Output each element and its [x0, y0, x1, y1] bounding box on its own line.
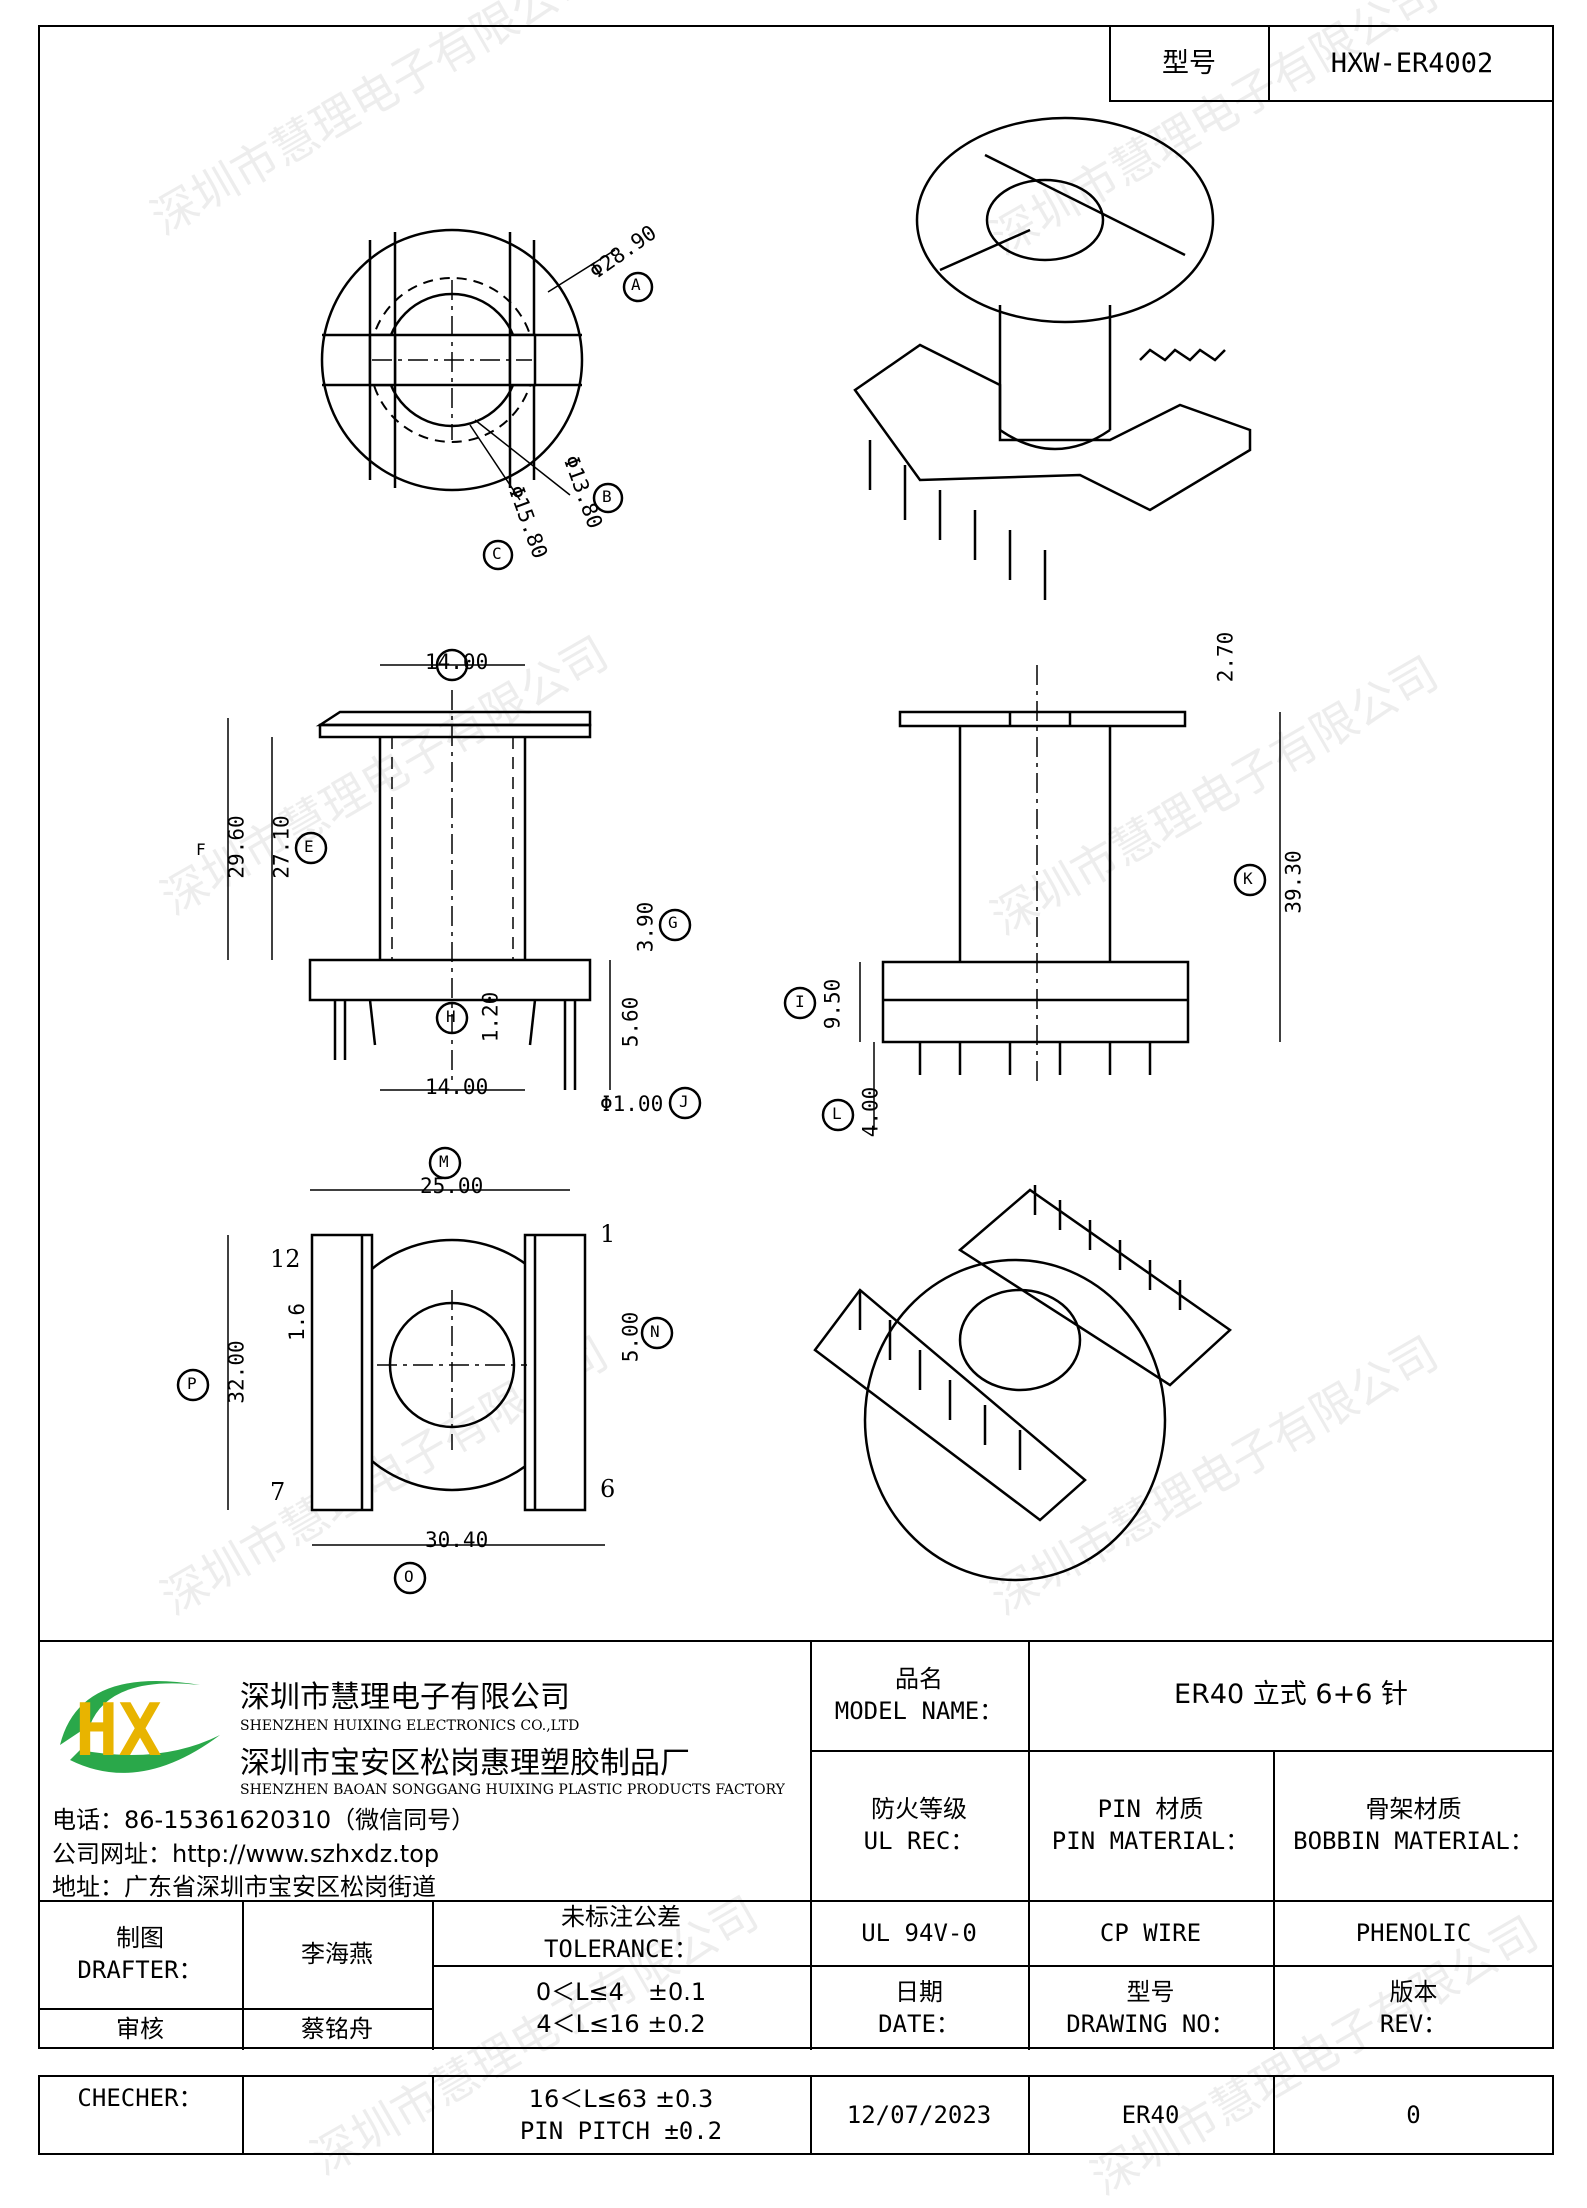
dim-front-w-top: 14.00	[425, 650, 489, 674]
iso-view-bottom	[813, 1185, 1232, 1582]
iso-view-top	[853, 116, 1252, 600]
dim-bot-w2: 30.40	[425, 1528, 489, 1552]
ref-i: I	[795, 992, 805, 1011]
checker-en-label: CHECHER：	[77, 2083, 203, 2112]
dim-side-pin: 4.00	[858, 1086, 883, 1138]
dim-front-h-outer: 29.60	[224, 815, 249, 879]
ref-a: A	[631, 275, 641, 294]
technical-drawing	[176, 116, 1281, 1595]
rev-value: 0	[1406, 2101, 1421, 2129]
logo-text: HX	[75, 1688, 162, 1772]
dim-front-h-inner: 27.10	[269, 815, 294, 879]
ref-j: J	[679, 1092, 689, 1111]
dim-front-wall: 1.20	[478, 991, 503, 1043]
ref-n: N	[650, 1322, 660, 1341]
header-model-box	[1109, 25, 1554, 102]
date-value: 12/07/2023	[846, 2101, 992, 2129]
pin-label-1: 1	[600, 1220, 616, 1248]
dim-front-w-bottom: 14.00	[425, 1075, 489, 1099]
ref-c: C	[492, 544, 502, 563]
drawing-no-value: ER40	[1121, 2101, 1180, 2129]
dim-pin-d: Φ1.00	[600, 1092, 664, 1116]
ref-l: L	[832, 1104, 842, 1123]
ref-m: M	[439, 1152, 449, 1171]
model-name-label: 品名 MODEL NAME：	[834, 1665, 1004, 1725]
ref-k: K	[1243, 869, 1253, 888]
pin-label-6: 6	[600, 1475, 616, 1503]
header-model-value: HXW-ER4002	[1330, 47, 1494, 79]
pin-label-7: 7	[270, 1478, 286, 1506]
pin-material-value: CP WIRE	[1099, 1918, 1202, 1947]
ref-f: F	[196, 840, 206, 859]
factory-name-cn: 深圳市宝安区松岗惠理塑胶制品厂	[240, 1746, 690, 1781]
ref-g: G	[668, 913, 678, 932]
dim-front-flange: 3.90	[633, 901, 658, 953]
dim-side-h: 39.30	[1281, 850, 1306, 914]
dim-bot-w: 25.00	[420, 1174, 484, 1198]
dim-bot-slot: 5.00	[618, 1311, 643, 1363]
company-name-cn: 深圳市慧理电子有限公司	[240, 1680, 570, 1715]
drawing-frame	[38, 25, 1554, 2049]
top-view	[320, 228, 654, 571]
ref-o: O	[404, 1567, 414, 1586]
ref-p: P	[187, 1374, 197, 1393]
checker-name: 蔡铭舟	[301, 2015, 373, 2043]
ref-h: H	[446, 1007, 456, 1026]
lower-strip	[38, 2075, 1554, 2155]
dim-side-top: 2.70	[1213, 631, 1238, 683]
company-address: 地址：广东省深圳市宝安区松岗街道	[52, 1873, 436, 1901]
drafter-name: 李海燕	[301, 1940, 373, 1968]
ref-b: B	[602, 487, 612, 506]
company-name-en: SHENZHEN HUIXING ELECTRONICS CO.,LTD	[240, 1718, 580, 1734]
bobbin-material-value: PHENOLIC	[1355, 1918, 1472, 1947]
dim-front-base: 5.60	[618, 996, 643, 1048]
ul-value: UL 94V-0	[861, 1918, 977, 1947]
model-name-value: ER40 立式 6+6 针	[1174, 1679, 1408, 1710]
company-website: 公司网址：http://www.szhxdz.top	[52, 1840, 440, 1868]
company-phone: 电话：86-15361620310（微信同号）	[52, 1806, 476, 1834]
bottom-view	[176, 1146, 674, 1595]
ref-e: E	[304, 837, 314, 856]
dim-bot-h: 32.00	[224, 1340, 249, 1404]
side-view	[783, 665, 1281, 1132]
front-view	[227, 648, 702, 1120]
dim-bot-pitch: 1.6	[284, 1303, 309, 1341]
header-model-label: 型号	[1162, 47, 1216, 79]
company-logo: HX	[60, 1681, 220, 1773]
dim-side-base: 9.50	[820, 978, 845, 1030]
checker-label: 审核	[116, 2015, 164, 2043]
factory-name-en: SHENZHEN BAOAN SONGGANG HUIXING PLASTIC …	[240, 1782, 785, 1798]
pin-label-12: 12	[270, 1245, 301, 1273]
